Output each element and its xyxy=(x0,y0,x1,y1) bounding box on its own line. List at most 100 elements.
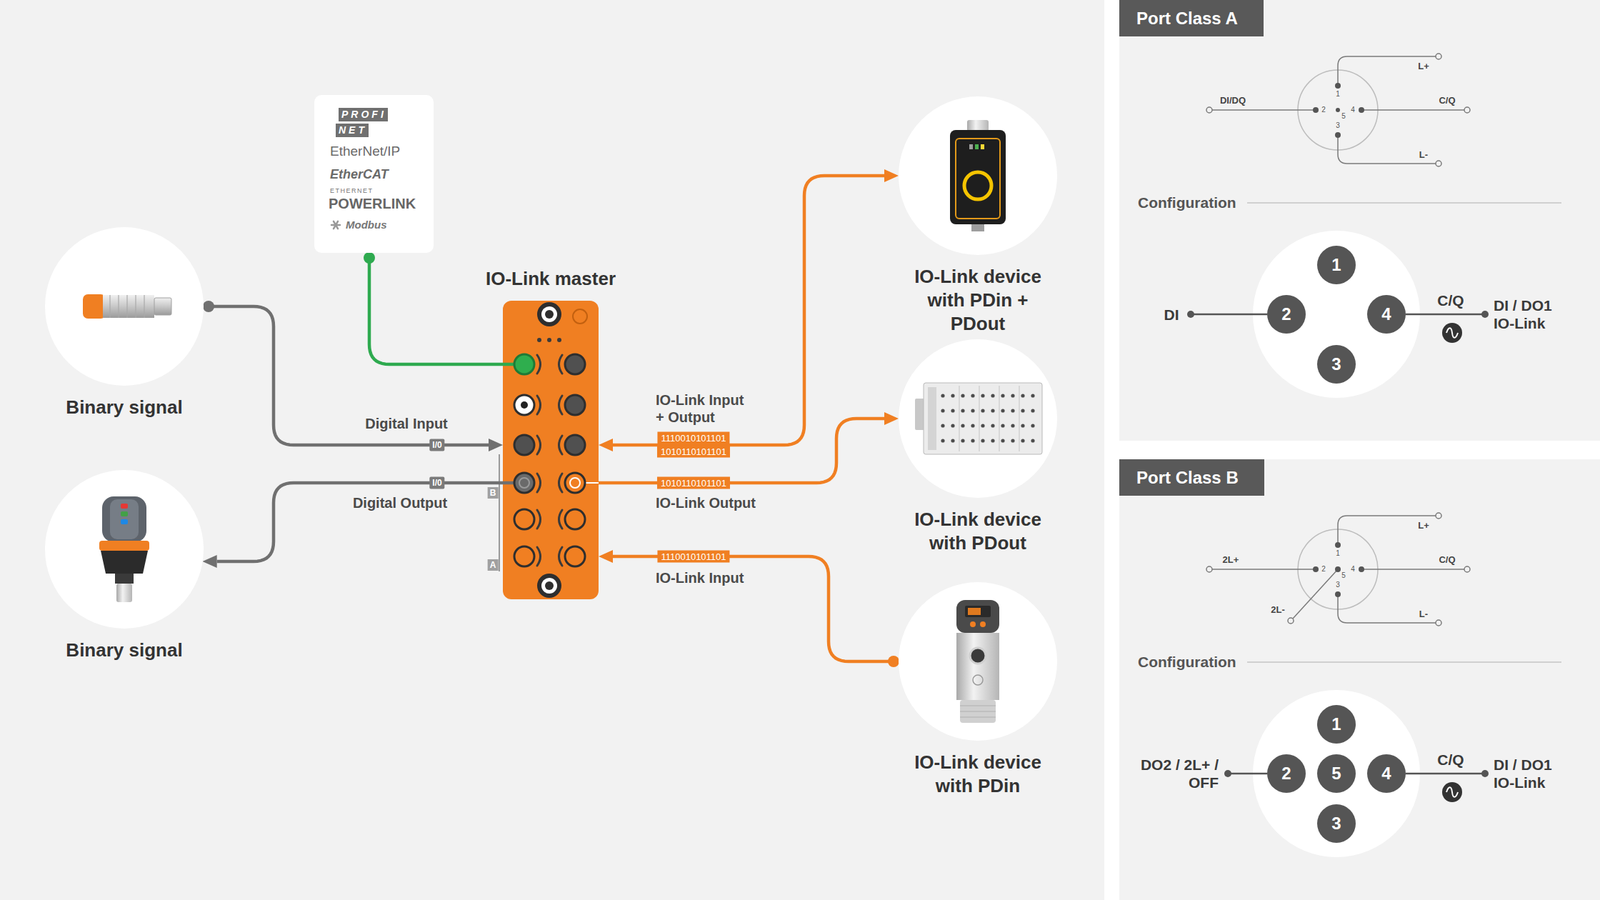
pin-disc xyxy=(1317,345,1356,384)
fieldbus-logo-text: NET xyxy=(335,123,369,138)
data-frame-tag: 1010110101101 xyxy=(657,445,730,458)
io-type-tag: I/0 xyxy=(429,439,445,452)
modbus-star-icon xyxy=(333,221,338,229)
signal-name: L- xyxy=(1419,149,1428,161)
pin-number: 3 xyxy=(1335,580,1340,590)
bubble-circle xyxy=(45,470,204,629)
pin-number: 2 xyxy=(1267,754,1306,793)
fieldbus-logo-text: EtherNet/IP xyxy=(330,142,400,160)
data-frame-tag: 1110010101101 xyxy=(657,432,730,445)
bubble-circle xyxy=(898,96,1058,255)
pin-number: 1 xyxy=(1317,705,1356,744)
signal-name: C/Q xyxy=(1438,95,1455,107)
bubble-circle xyxy=(898,339,1058,498)
node-heading: Binary signal xyxy=(62,395,186,420)
modbus-star-icon xyxy=(331,221,340,229)
connector-label: Digital Input xyxy=(365,415,448,433)
binary-sensor-node: Binary signal xyxy=(45,227,204,420)
pin-number: 3 xyxy=(1317,345,1356,384)
pin-number: 4 xyxy=(1350,105,1355,115)
connector-label: IO-Link Input + Output xyxy=(655,391,750,426)
connector-label: IO-Link Input xyxy=(655,569,744,587)
left-ground xyxy=(0,0,1105,900)
signal-name: C/Q xyxy=(1438,554,1455,566)
bubble-circle xyxy=(45,227,204,386)
connector xyxy=(217,482,503,562)
port-class-bracket xyxy=(498,454,500,572)
device-picture xyxy=(950,120,1006,232)
signal-name: 2L- xyxy=(1270,604,1285,616)
node-heading: IO-Link device with PDout xyxy=(897,507,1058,555)
pinout-picture xyxy=(1187,53,1562,398)
signal-name: 2L+ xyxy=(1222,554,1240,566)
pin-number: 3 xyxy=(1317,804,1356,843)
pin-number: 3 xyxy=(1335,121,1340,130)
pin-number: 2 xyxy=(1321,105,1326,115)
pin-number: 5 xyxy=(1317,754,1356,793)
connectors xyxy=(202,175,900,668)
signal-name: DI/DQ xyxy=(1220,95,1246,107)
bubble-disc xyxy=(45,227,204,386)
pin-node: 5 xyxy=(1317,754,1356,793)
pin-number: 1 xyxy=(1335,90,1340,99)
connector-label: Digital Output xyxy=(352,494,448,512)
pin-disc xyxy=(1317,705,1356,744)
device-picture xyxy=(915,382,1043,455)
pin-node: 2 xyxy=(1267,754,1306,793)
pin-node: 3 xyxy=(1317,345,1356,384)
pin-function: DI / DO1 IO-Link xyxy=(1493,296,1565,333)
bubble-disc xyxy=(898,96,1058,255)
pin-disc xyxy=(1267,295,1306,334)
pin-number: 1 xyxy=(1317,245,1356,285)
port-class-tag: B xyxy=(487,487,499,499)
port-class-tag: A xyxy=(487,559,499,571)
io-link-device-node: IO-Link device with PDout xyxy=(897,339,1058,555)
modbus-star-icon xyxy=(330,219,342,231)
fieldbus-logo-text: Modbus xyxy=(345,217,388,233)
connector-start-dot xyxy=(202,300,215,313)
connector xyxy=(598,418,885,483)
port-class-panel: Port Class A1243 xyxy=(1119,0,1600,441)
device-picture xyxy=(956,600,1000,723)
pin-node: 3 xyxy=(1317,804,1356,843)
fieldbus-logo-text: PROFI xyxy=(338,107,388,122)
pin-number: 5 xyxy=(1341,571,1346,580)
bubble-disc xyxy=(898,582,1058,741)
section-heading: Configuration xyxy=(1137,193,1237,213)
node-heading: Binary signal xyxy=(62,638,186,663)
pin-disc xyxy=(1367,295,1406,334)
panel-header: Port Class A xyxy=(1119,0,1264,37)
pinout-picture xyxy=(1206,512,1562,858)
node-heading: IO-Link device with PDin + PDout xyxy=(897,265,1058,336)
pin-node: 4 xyxy=(1367,295,1406,334)
pin-number: 4 xyxy=(1367,295,1406,334)
device-picture xyxy=(99,496,150,603)
pin-number: 1 xyxy=(1335,549,1340,558)
pin-function: C/Q xyxy=(1437,750,1464,769)
signal-name: L+ xyxy=(1417,520,1430,532)
pin-function: C/Q xyxy=(1437,291,1464,310)
bubble-disc xyxy=(898,339,1058,498)
pin-node: 2 xyxy=(1267,295,1306,334)
pin-number: 2 xyxy=(1267,295,1306,334)
pin-number: 5 xyxy=(1341,112,1346,121)
port-class-panel: Port Class B12543 xyxy=(1119,459,1600,900)
pinout-drawing xyxy=(1119,459,1600,900)
pin-number: 4 xyxy=(1350,565,1355,574)
pin-node: 4 xyxy=(1367,754,1406,793)
bubble-circle xyxy=(898,582,1058,741)
connector-label: IO-Link Output xyxy=(655,494,756,512)
pin-disc xyxy=(1317,754,1356,793)
data-frame-tag: 1110010101101 xyxy=(657,550,730,563)
connector xyxy=(203,306,489,445)
fieldbus-logo-text: ETHERNET xyxy=(330,187,374,195)
pin-function: DO2 / 2L+ / OFF xyxy=(1129,755,1219,792)
pin-node: 1 xyxy=(1317,705,1356,744)
pin-disc xyxy=(1317,245,1356,285)
io-type-tag: I/0 xyxy=(429,477,445,490)
io-link-device-node: IO-Link device with PDin xyxy=(897,582,1058,798)
signal-name: L- xyxy=(1419,608,1428,620)
